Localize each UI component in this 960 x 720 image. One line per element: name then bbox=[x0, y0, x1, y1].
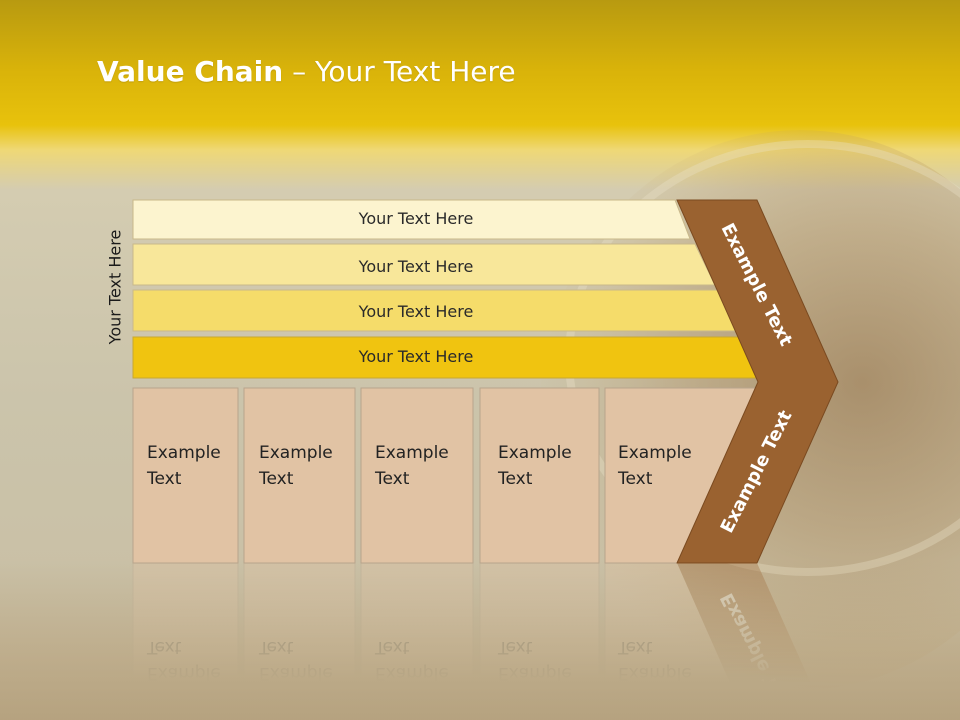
activity-box-4-shape bbox=[479, 387, 600, 564]
diagram-reflection: Example Text Example Text Example Text E… bbox=[132, 562, 828, 720]
activity-box-1-line1: Example bbox=[147, 443, 221, 463]
slide-title[interactable]: Value Chain – Your Text Here bbox=[97, 55, 516, 88]
bar-2[interactable]: Your Text Here bbox=[132, 243, 716, 286]
reflection-chevron bbox=[677, 563, 828, 720]
title-bold: Value Chain bbox=[97, 55, 284, 88]
reflection-box-4 bbox=[479, 562, 600, 720]
activity-box-2-shape bbox=[243, 387, 356, 564]
activity-box-5-line1: Example bbox=[618, 443, 692, 463]
diagram-main: Your Text Here Your Text Here Your Text … bbox=[132, 199, 839, 564]
reflection-box-3 bbox=[360, 562, 474, 720]
reflection-box-5-line2: Text bbox=[617, 637, 653, 657]
bar-4[interactable]: Your Text Here bbox=[132, 336, 764, 379]
bar-1-shape bbox=[132, 199, 691, 240]
margin-chevron-shape bbox=[676, 199, 839, 564]
bar-1[interactable]: Your Text Here bbox=[132, 199, 691, 240]
background-floor bbox=[0, 560, 960, 720]
reflection-box-1-line2: Text bbox=[146, 637, 182, 657]
activity-box-4[interactable]: Example Text bbox=[479, 387, 600, 564]
activity-box-3[interactable]: Example Text bbox=[360, 387, 474, 564]
activity-box-2-line2: Text bbox=[258, 469, 294, 489]
reflection-box-2 bbox=[243, 562, 356, 720]
reflection-box-2-line1: Example bbox=[259, 663, 333, 683]
activity-box-1-line2: Text bbox=[146, 469, 182, 489]
reflection-box-1 bbox=[132, 562, 239, 720]
activity-box-4-line1: Example bbox=[498, 443, 572, 463]
activity-box-5-line2: Text bbox=[617, 469, 653, 489]
activity-box-1-shape bbox=[132, 387, 239, 564]
activity-box-4-line2: Text bbox=[497, 469, 533, 489]
reflection-box-3-line1: Example bbox=[375, 663, 449, 683]
reflection-box-4-line1: Example bbox=[498, 663, 572, 683]
reflection-box-3-line2: Text bbox=[374, 637, 410, 657]
activity-box-3-line2: Text bbox=[374, 469, 410, 489]
reflection-box-4-line2: Text bbox=[497, 637, 533, 657]
bar-1-label: Your Text Here bbox=[358, 209, 474, 228]
activity-box-3-shape bbox=[360, 387, 474, 564]
bar-2-label: Your Text Here bbox=[358, 257, 474, 276]
reflection-box-2-line2: Text bbox=[258, 637, 294, 657]
activity-box-3-line1: Example bbox=[375, 443, 449, 463]
reflection-box-5 bbox=[604, 562, 753, 720]
reflection-box-5-line1: Example bbox=[618, 663, 692, 683]
bar-3[interactable]: Your Text Here bbox=[132, 289, 740, 332]
title-rest: – Your Text Here bbox=[283, 55, 516, 88]
activity-box-1[interactable]: Example Text bbox=[132, 387, 239, 564]
margin-chevron[interactable]: Example Text Example Text bbox=[676, 199, 839, 564]
activity-box-5[interactable]: Example Text bbox=[604, 387, 761, 564]
activity-box-2[interactable]: Example Text bbox=[243, 387, 356, 564]
activity-box-2-line1: Example bbox=[259, 443, 333, 463]
reflection-box-1-line1: Example bbox=[147, 663, 221, 683]
bar-3-label: Your Text Here bbox=[358, 302, 474, 321]
bar-4-label: Your Text Here bbox=[358, 347, 474, 366]
